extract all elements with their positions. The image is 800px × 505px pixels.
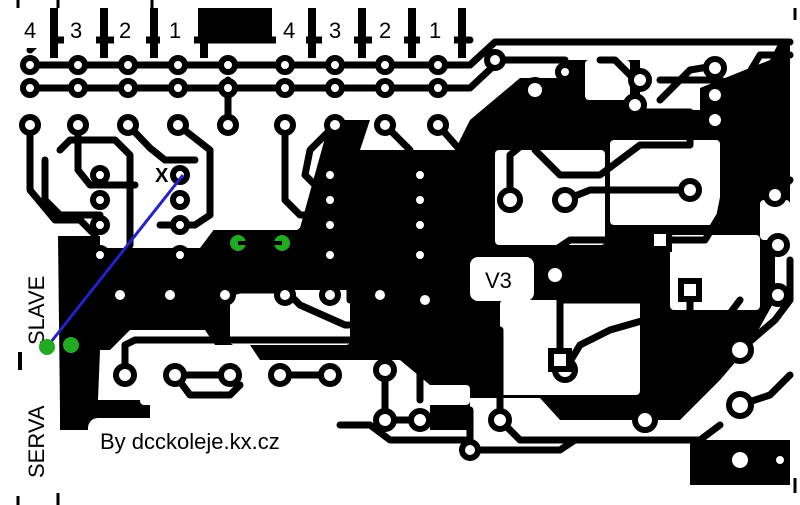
jumper-wires — [39, 174, 290, 355]
pin-label: 2 — [379, 18, 391, 43]
pin-pad — [50, 8, 58, 58]
cut-mark-middle: X — [252, 233, 266, 255]
square-pads — [548, 228, 702, 372]
pin-pad — [408, 8, 416, 58]
pin-pad — [200, 8, 208, 58]
pin-label: 2 — [119, 18, 131, 43]
pin-label: 1 — [169, 18, 181, 43]
version-label: V3 — [485, 268, 512, 293]
jumper-wire — [45, 174, 185, 348]
slave-label: SLAVE — [24, 276, 49, 345]
connector-left-labels: 4 3 2 1 — [18, 8, 194, 48]
ground-plane-top-center — [198, 8, 272, 38]
credit-badge: By dcckoleje.kx.cz — [88, 418, 336, 466]
board-outline — [16, 0, 797, 505]
round-pads — [19, 49, 790, 474]
pin-pad — [100, 8, 108, 58]
cut-marks: X X — [155, 165, 266, 255]
side-labels: SLAVE SERVA — [12, 250, 58, 485]
cut-mark-upper: X — [155, 165, 169, 187]
pin-pad — [358, 8, 366, 58]
pin-pad — [458, 8, 466, 58]
header-pins — [50, 8, 466, 58]
pin-label: 4 — [283, 18, 295, 43]
pin-label: 1 — [429, 18, 441, 43]
connector-right-labels: 4 3 2 1 — [276, 8, 454, 48]
jumper-pad — [39, 339, 55, 355]
pin-label: 4 — [24, 18, 36, 43]
pin-pad — [308, 8, 316, 58]
serva-label: SERVA — [24, 405, 49, 478]
jumper-pad — [63, 337, 79, 353]
credit-label: By dcckoleje.kx.cz — [100, 429, 280, 454]
pin-pad — [150, 8, 158, 58]
version-badge: V3 — [470, 257, 534, 301]
pin-label: 3 — [70, 18, 82, 43]
plane-clearances — [140, 60, 790, 405]
pin-label: 3 — [329, 18, 341, 43]
